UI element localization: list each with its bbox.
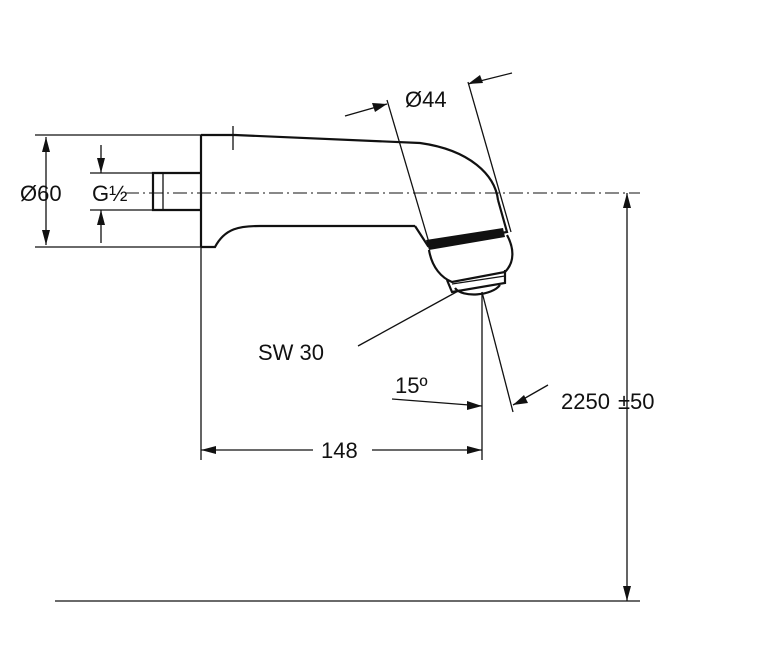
- dimension-angle: [391, 291, 549, 460]
- height-value: 2250: [561, 389, 610, 414]
- thread-letter: G: [92, 181, 109, 206]
- projection-label: 148: [321, 438, 358, 463]
- height-tolerance: ±50: [618, 389, 655, 414]
- outlet-head: [414, 199, 514, 296]
- height-label: 2250 ±50: [561, 389, 655, 414]
- thread-fraction: ½: [109, 181, 127, 206]
- dia60-label: Ø60: [20, 181, 62, 206]
- thread-label: G½: [92, 181, 127, 206]
- sw30-label: SW 30: [258, 340, 324, 365]
- dimension-projection: [200, 247, 482, 460]
- dimension-dia60: [35, 134, 201, 248]
- angle-label: 15º: [395, 373, 428, 398]
- spout-body: [151, 126, 500, 249]
- sw30-leader: [357, 289, 461, 347]
- dimension-thread: [90, 145, 153, 243]
- dia44-label: Ø44: [405, 87, 447, 112]
- dimension-dia44: [344, 72, 513, 247]
- dimension-height: [623, 193, 631, 601]
